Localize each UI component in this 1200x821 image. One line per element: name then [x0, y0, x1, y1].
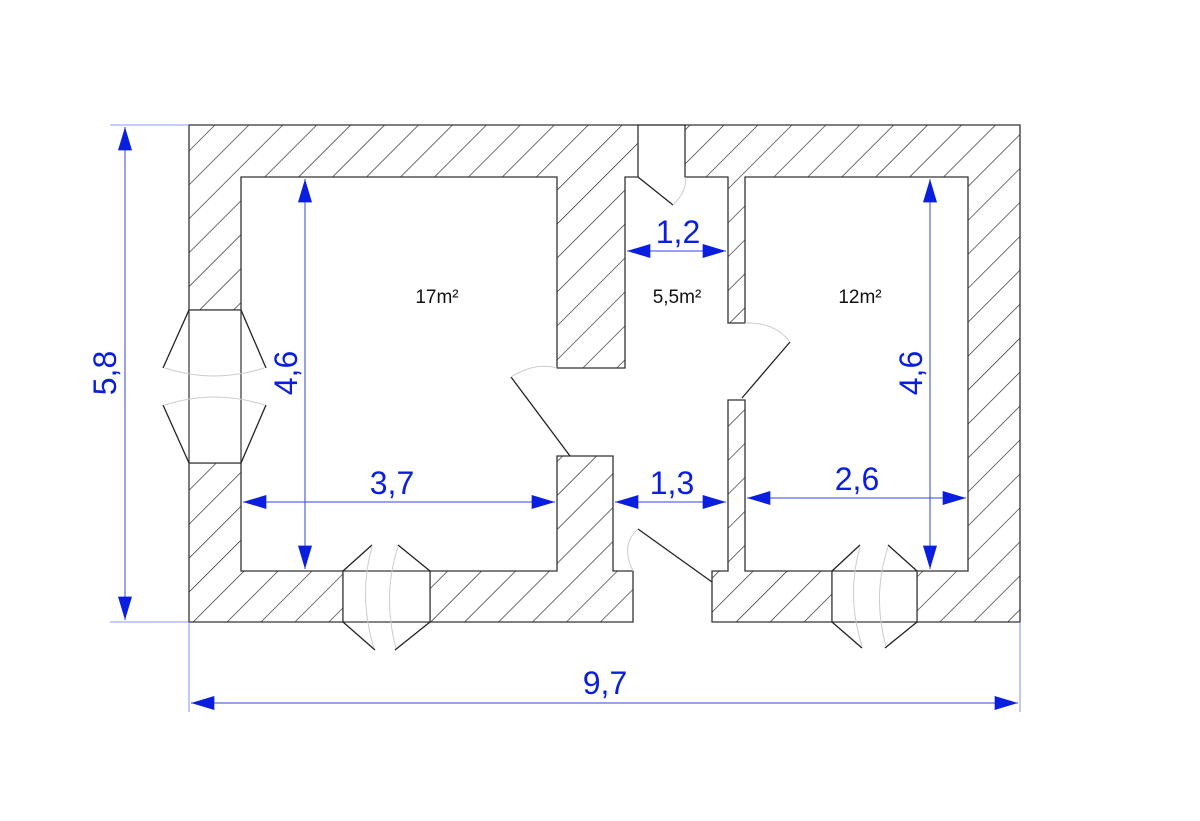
room-area-right: 12m²: [838, 287, 881, 308]
dim-label-right-width: 2,6: [835, 461, 879, 497]
room-area-corridor: 5,5m²: [653, 287, 702, 308]
wall-bottom-right: [711, 399, 833, 623]
dim-label-corridor-bottom: 1,3: [650, 465, 694, 501]
door-top: [637, 176, 674, 206]
window-left: [162, 309, 267, 464]
dim-label-total-width: 9,7: [583, 665, 627, 701]
window-bottom-left: [342, 544, 431, 651]
door-entrance: [637, 528, 713, 583]
dim-label-corridor-top: 1,2: [656, 214, 700, 250]
wall-top-left: [188, 124, 639, 369]
dim-label-right-height: 4,6: [893, 351, 929, 395]
room-area-left: 17m²: [415, 287, 458, 308]
door-left-room: [510, 376, 571, 457]
dim-label-left-height: 4,6: [268, 351, 304, 395]
window-bottom-right: [831, 544, 918, 649]
dimension-lines: [118, 126, 1019, 710]
doors: [510, 176, 791, 583]
extension-lines: [110, 124, 1021, 712]
dim-label-left-width: 3,7: [370, 465, 414, 501]
dim-label-total-height: 5,8: [87, 351, 123, 395]
walls: [188, 124, 1021, 623]
wall-bottom-left: [188, 462, 344, 623]
wall-bottom-middle: [429, 455, 634, 623]
door-right-room: [741, 341, 791, 399]
